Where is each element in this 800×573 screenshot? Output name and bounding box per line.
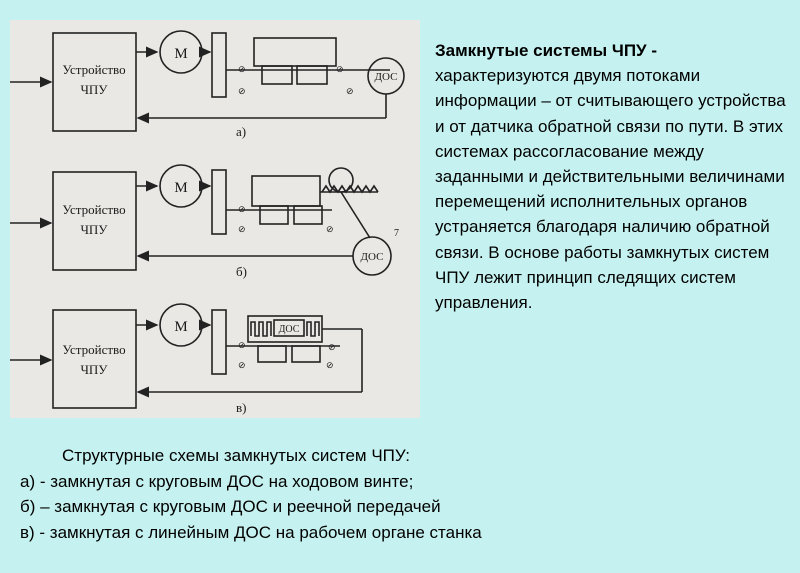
svg-text:⊘: ⊘: [238, 340, 246, 350]
scheme-label-c: в): [236, 400, 246, 415]
motor-label-b: М: [174, 180, 187, 196]
sensor-label-b: ДОС: [361, 251, 384, 263]
description-text: Замкнутые системы ЧПУ - характеризуются …: [435, 38, 793, 315]
device-label-a-line1: Устройство: [62, 62, 125, 77]
device-label-c-line1: Устройство: [62, 342, 125, 357]
cnc-device-block-b: [52, 171, 137, 271]
svg-text:⊘: ⊘: [336, 64, 344, 74]
cnc-device-block-a: [52, 32, 137, 132]
svg-text:⊘: ⊘: [238, 86, 246, 96]
schemes-diagram: ⊘ ⊘ ⊘ ⊘ ⊘ ⊘ ⊘ ⊘ ⊘ ⊘ ⊘ Устройство ЧПУ М ДОС а) Ус…: [10, 30, 405, 415]
svg-text:⊘: ⊘: [326, 224, 334, 234]
svg-text:⊘: ⊘: [238, 204, 246, 214]
svg-text:⊘: ⊘: [328, 342, 336, 352]
svg-text:⊘: ⊘: [238, 64, 246, 74]
svg-text:⊘: ⊘: [326, 360, 334, 370]
gearbox-b: [211, 169, 227, 235]
device-label-a-line2: ЧПУ: [80, 82, 108, 97]
svg-text:⊘: ⊘: [238, 360, 246, 370]
scheme-c: [10, 303, 363, 409]
device-label-b-line1: Устройство: [62, 202, 125, 217]
description-body: характеризуются двумя потоками информаци…: [435, 66, 786, 313]
gearbox-a: [211, 32, 227, 98]
svg-text:⊘: ⊘: [346, 86, 354, 96]
caption-item-c: в) - замкнутая с линейным ДОС на рабочем…: [20, 522, 482, 542]
scheme-b: [10, 164, 392, 276]
scheme-label-a: а): [236, 124, 246, 139]
motor-label-a: М: [174, 46, 187, 62]
gearbox-c: [211, 309, 227, 375]
description-title: Замкнутые системы ЧПУ -: [435, 41, 657, 60]
diagram-panel: ⊘ ⊘ ⊘ ⊘ ⊘ ⊘ ⊘ ⊘ ⊘ ⊘ ⊘ Устройство ЧПУ М ДОС а) Ус…: [10, 20, 420, 418]
sensor-label-a: ДОС: [375, 71, 398, 83]
device-label-b-line2: ЧПУ: [80, 222, 108, 237]
motor-label-c: М: [174, 319, 187, 335]
cnc-device-block-c: [52, 309, 137, 409]
caption-heading: Структурные схемы замкнутых систем ЧПУ:: [62, 446, 411, 465]
scheme-a: [10, 30, 405, 132]
svg-text:⊘: ⊘: [238, 224, 246, 234]
mark-label-b: 7: [394, 228, 399, 239]
caption-item-b: б) – замкнутая с круговым ДОС и реечной …: [20, 497, 441, 516]
caption-item-a: а) - замкнутая с круговым ДОС на ходовом…: [20, 471, 414, 491]
scheme-label-b: б): [236, 264, 247, 279]
caption: Структурные схемы замкнутых систем ЧПУ: …: [20, 443, 790, 545]
device-label-c-line2: ЧПУ: [80, 362, 108, 377]
work-table-a: [253, 37, 337, 67]
work-table-b: [251, 175, 321, 207]
sensor-label-c: ДОС: [279, 324, 300, 335]
linear-sensor-c: [273, 319, 305, 337]
